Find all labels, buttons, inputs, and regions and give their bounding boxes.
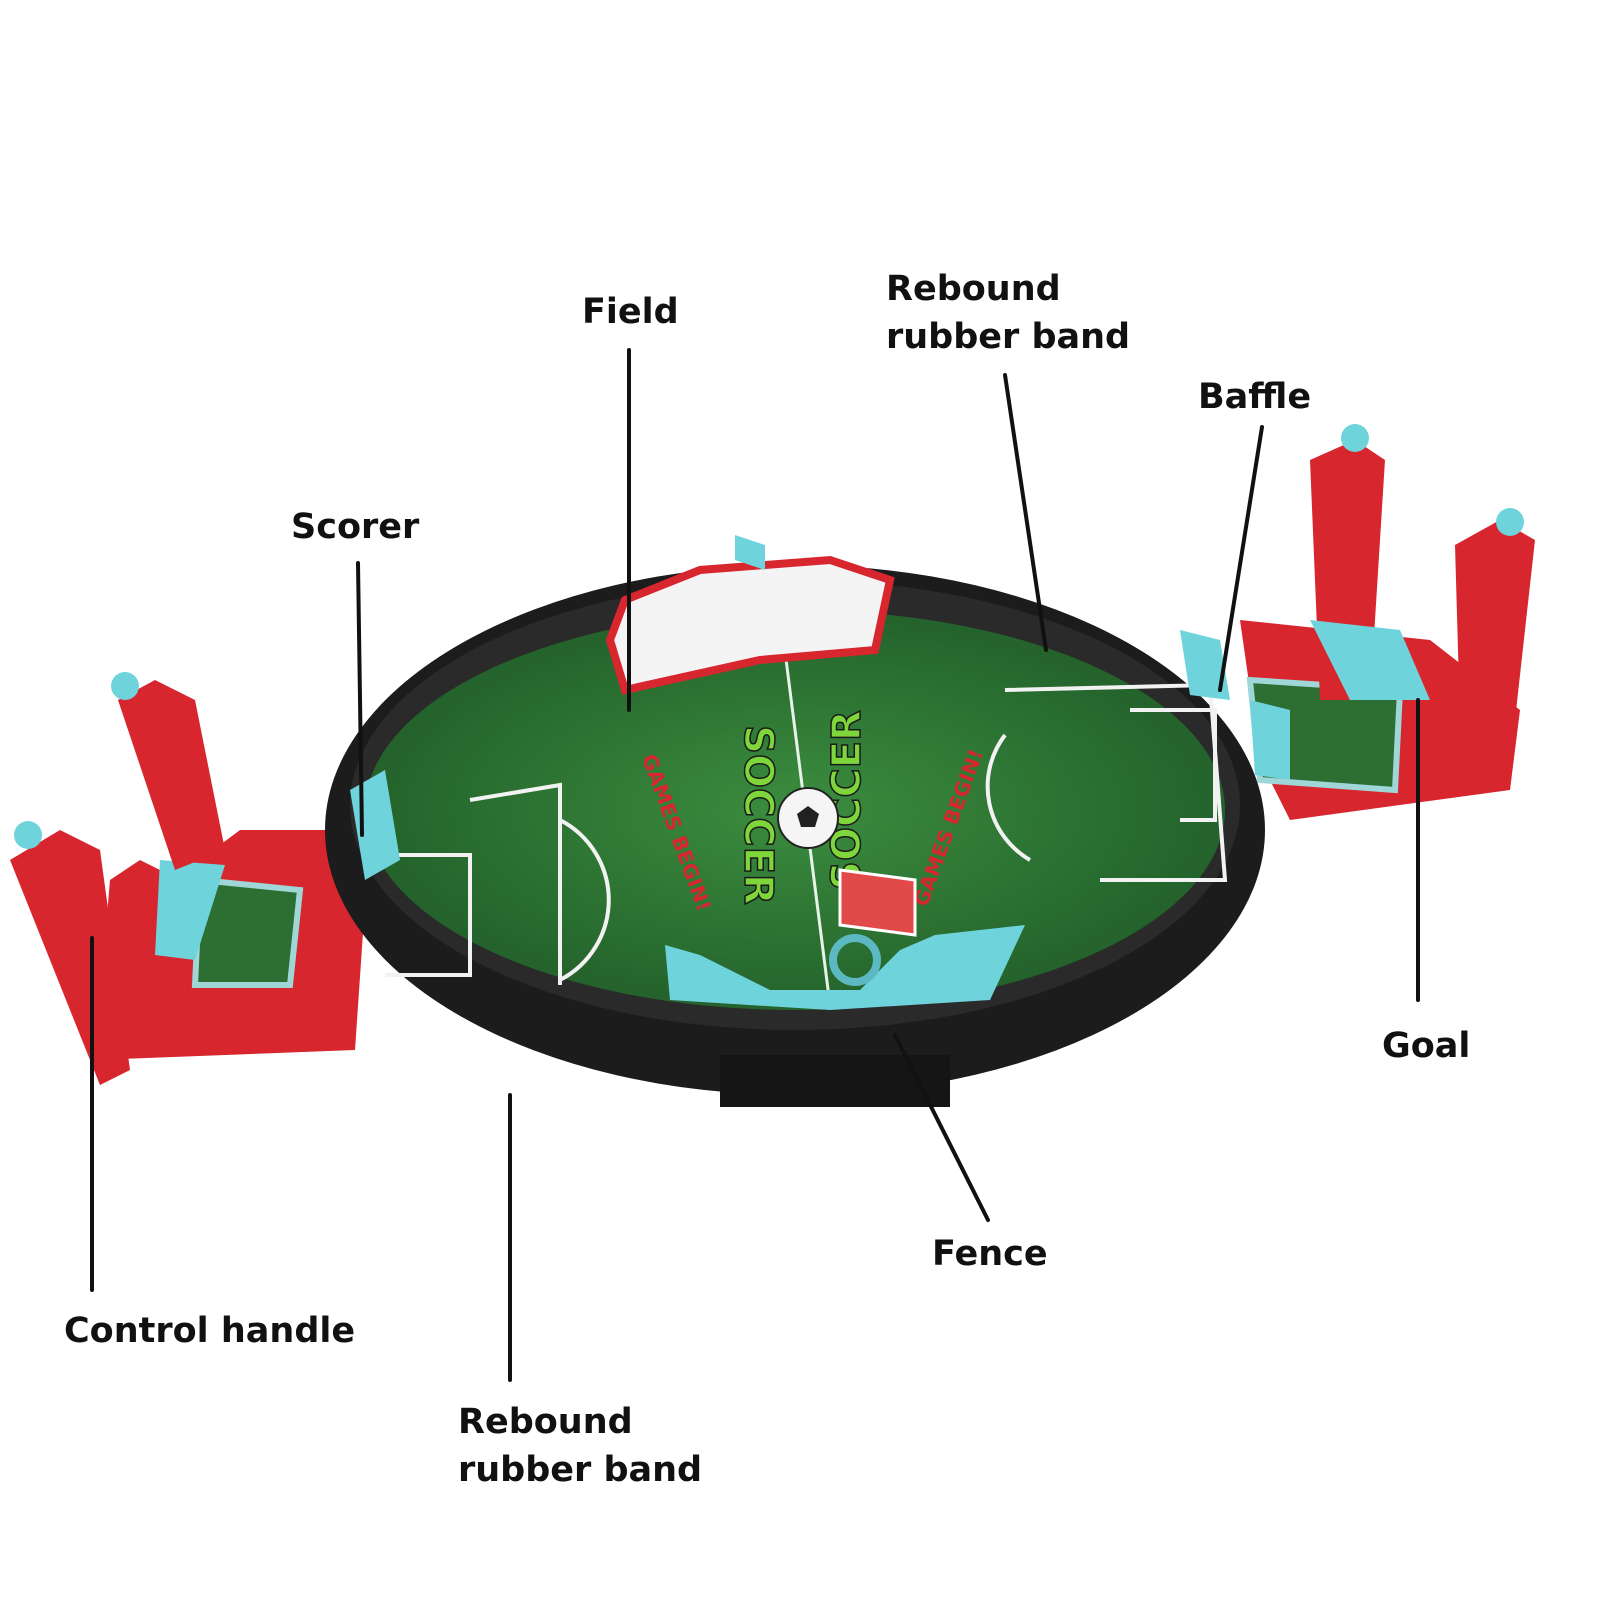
label-rebound-bottom-line1: Rebound <box>458 1402 633 1442</box>
soccer-ball <box>777 787 839 849</box>
label-rebound-rubber-band-top: Rebound rubber band <box>886 265 1130 361</box>
playing-field: GAMES BEGIN! SOCCER SOCCER GAMES BEGIN! <box>365 610 1228 1010</box>
left-handle-assembly <box>10 672 370 1085</box>
label-scorer: Scorer <box>291 507 420 547</box>
right-control-handle-front <box>1455 520 1535 720</box>
leader-scorer <box>356 561 364 837</box>
leader-rebound-top <box>1003 373 1048 652</box>
label-field: Field <box>582 292 679 332</box>
left-control-handle-front <box>10 830 130 1085</box>
svg-text:SOCCER: SOCCER <box>735 725 781 905</box>
label-goal: Goal <box>1382 1026 1471 1066</box>
label-rebound-bottom-line2: rubber band <box>458 1450 703 1490</box>
label-rebound-rubber-band-bottom: Rebound rubber band <box>458 1398 702 1494</box>
right-goal <box>1310 620 1430 700</box>
leader-lines <box>90 348 1420 1382</box>
field-text-soccer-left: SOCCER <box>734 724 782 905</box>
svg-text:SOCCER: SOCCER <box>824 710 870 890</box>
right-handle-assembly <box>1240 424 1535 820</box>
leader-fence <box>893 1033 990 1222</box>
label-fence: Fence <box>932 1234 1048 1274</box>
right-baffle <box>1180 630 1290 780</box>
label-control-handle: Control handle <box>64 1311 356 1351</box>
field-text-soccer-right: SOCCER <box>823 709 871 890</box>
leader-baffle <box>1218 425 1264 692</box>
left-control-handle-back <box>118 680 225 870</box>
label-rebound-top-line1: Rebound <box>886 269 1061 309</box>
front-fence-piece <box>665 868 1025 1107</box>
label-rebound-top-line2: rubber band <box>886 317 1131 357</box>
label-baffle: Baffle <box>1198 377 1312 417</box>
top-scorer-board <box>605 535 895 695</box>
